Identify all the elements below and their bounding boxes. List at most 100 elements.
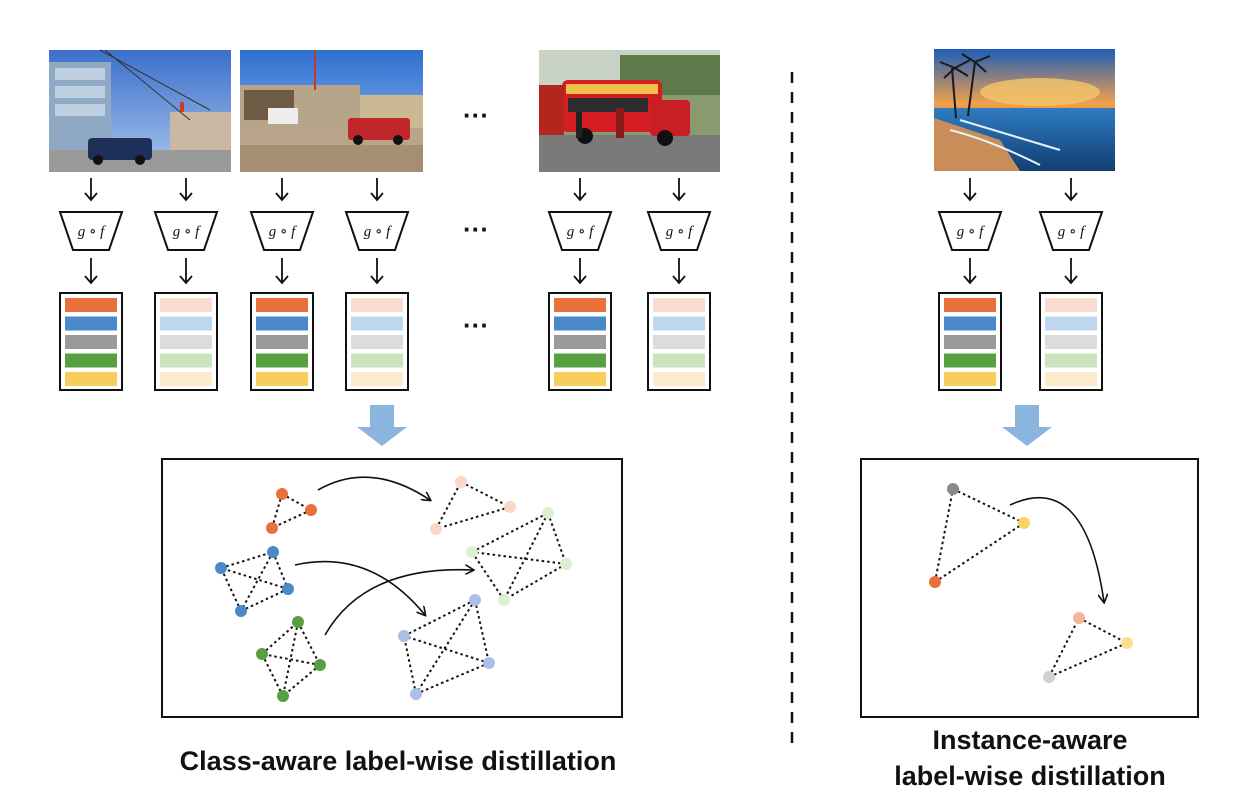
label-bar <box>554 372 606 386</box>
instance-aware-graphs <box>929 483 1133 683</box>
graph-edge <box>272 551 289 590</box>
label-bar <box>65 298 117 312</box>
down-arrow-icon <box>963 178 977 202</box>
label-bar <box>351 316 403 331</box>
graph-node <box>430 523 442 535</box>
label-bar <box>653 372 705 386</box>
graph-node <box>1121 637 1133 649</box>
graph-edge <box>220 567 242 612</box>
label-bar <box>653 353 705 368</box>
graph-node <box>410 688 422 700</box>
graph-edge <box>261 653 284 697</box>
encoder-label: g ∘ f <box>364 224 392 240</box>
graph-edge <box>282 621 299 697</box>
encoder-label: g ∘ f <box>269 224 297 240</box>
down-arrow-icon <box>370 258 384 285</box>
label-bar <box>256 298 308 312</box>
ellipsis-row-bars: ··· <box>463 310 489 340</box>
graph-edge <box>503 563 567 601</box>
encoder-trapezoid-icon <box>937 211 1003 251</box>
graph-edge <box>934 522 1025 583</box>
label-bar <box>160 353 212 368</box>
down-arrow-icon <box>84 258 98 285</box>
graph-edge <box>403 635 490 664</box>
graph-edge <box>220 551 274 569</box>
graph-node <box>1073 612 1085 624</box>
caption-instance-aware-line2: label-wise distillation <box>894 761 1166 791</box>
graph-edge <box>435 506 511 530</box>
down-arrow-icon <box>573 258 587 285</box>
graph-node <box>282 583 294 595</box>
down-arrow-icon <box>179 178 193 202</box>
down-arrow-icon <box>370 178 384 202</box>
graph-edge <box>220 567 289 590</box>
label-bar <box>160 335 212 349</box>
label-bar <box>256 372 308 386</box>
encoder-trapezoid-icon <box>153 211 219 251</box>
graph-edge <box>297 621 321 666</box>
graph-node <box>398 630 410 642</box>
graph-edge <box>271 509 312 529</box>
label-bar <box>256 335 308 349</box>
label-bar <box>944 372 996 386</box>
graph-node <box>504 501 516 513</box>
encoder-trapezoid-icon <box>249 211 315 251</box>
encoder-label: g ∘ f <box>666 224 694 240</box>
graph-node <box>276 488 288 500</box>
graph-edge <box>460 481 511 508</box>
graph-node <box>455 476 467 488</box>
graph-node <box>560 558 572 570</box>
graph-edge <box>415 662 490 695</box>
label-bar <box>1045 298 1097 312</box>
label-bar <box>256 353 308 368</box>
graph-node <box>469 594 481 606</box>
graph-edge <box>240 551 274 612</box>
down-arrow-icon <box>84 178 98 202</box>
label-bar <box>65 316 117 331</box>
ellipsis-row-images: ··· <box>463 100 489 130</box>
label-bar <box>351 353 403 368</box>
label-bar <box>351 335 403 349</box>
graph-edge <box>1048 617 1080 678</box>
graph-node <box>1018 517 1030 529</box>
graph-edge <box>261 621 299 655</box>
graph-node <box>277 690 289 702</box>
encoder-label: g ∘ f <box>78 224 106 240</box>
graph-edge <box>952 488 1025 524</box>
label-bar <box>1045 353 1097 368</box>
graph-edge <box>403 599 476 637</box>
caption-class-aware: Class-aware label-wise distillation <box>180 746 617 776</box>
graph-node <box>215 562 227 574</box>
graph-node <box>929 576 941 588</box>
curved-arrow-icon <box>294 560 425 615</box>
graph-edge <box>435 481 462 530</box>
down-arrow-icon <box>672 178 686 202</box>
graph-edge <box>934 488 954 583</box>
label-bar <box>65 335 117 349</box>
down-arrow-icon <box>1064 178 1078 202</box>
big-down-arrow-icon <box>357 405 407 446</box>
label-bar <box>1045 316 1097 331</box>
encoder-trapezoid-icon <box>1038 211 1104 251</box>
label-bar <box>65 353 117 368</box>
label-bar <box>1045 372 1097 386</box>
label-bar <box>256 316 308 331</box>
ellipsis-row-encoders: ··· <box>463 214 489 244</box>
label-bar <box>944 298 996 312</box>
photo-red-bus <box>539 50 720 172</box>
down-arrow-icon <box>179 258 193 285</box>
label-bar <box>944 353 996 368</box>
encoder-label: g ∘ f <box>1058 224 1086 240</box>
photo-sunset-beach <box>934 49 1115 171</box>
graph-node <box>256 648 268 660</box>
down-arrow-icon <box>672 258 686 285</box>
encoder-trapezoid-icon <box>646 211 712 251</box>
down-arrow-icon <box>963 258 977 285</box>
down-arrow-icon <box>275 258 289 285</box>
curved-arrow-icon <box>1009 496 1104 602</box>
encoder-trapezoid-icon <box>344 211 410 251</box>
graph-edge <box>403 635 417 695</box>
instance-aware-graph-panel <box>860 458 1199 718</box>
